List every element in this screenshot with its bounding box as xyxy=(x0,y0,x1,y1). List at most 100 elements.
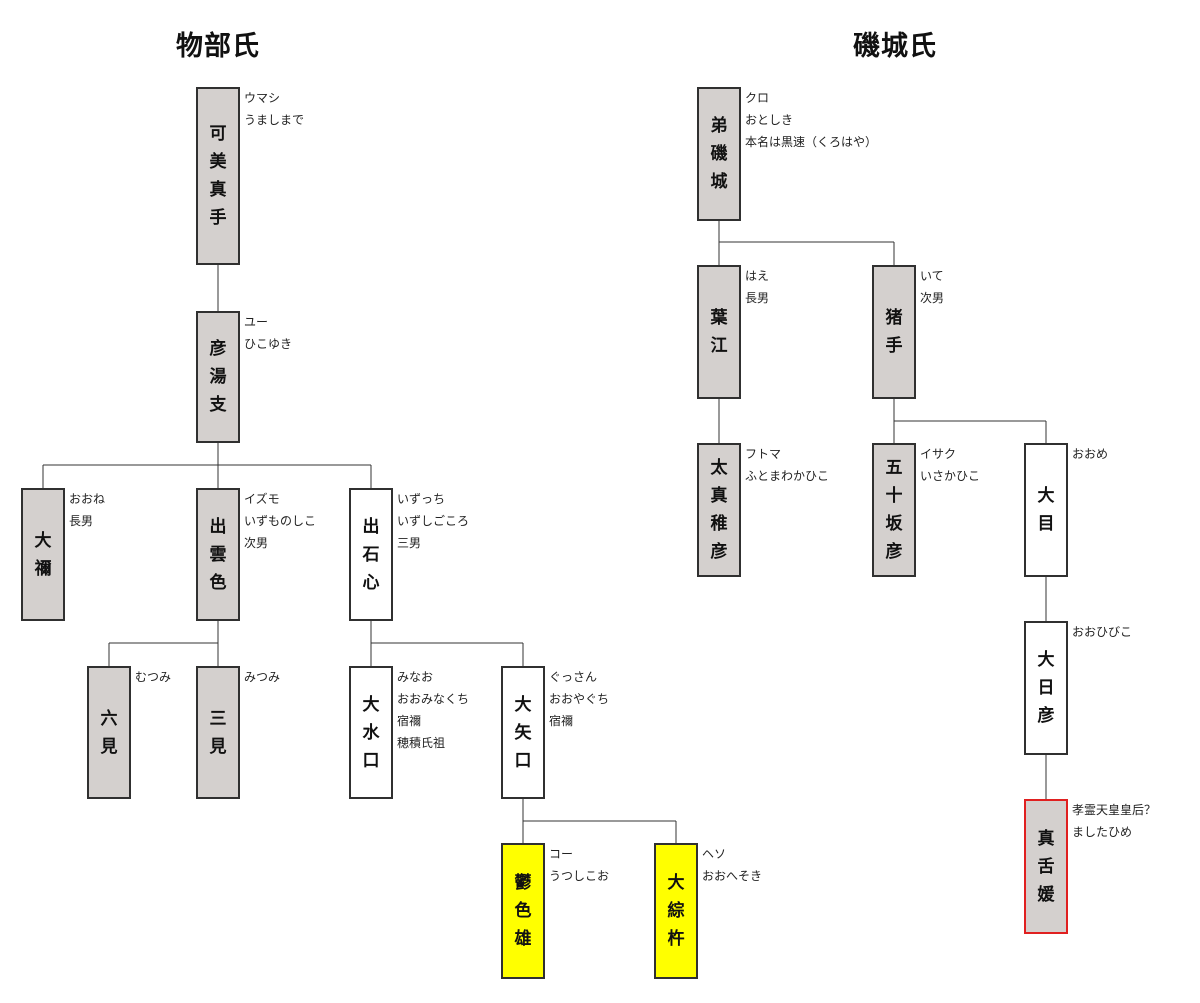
person-notes-oyaguchi: ぐっさん おおやぐち 宿禰 xyxy=(549,666,609,732)
person-notes-oome: おおめ xyxy=(1072,443,1108,465)
note-line: おおみなくち xyxy=(397,692,470,706)
person-box-otoshiki[interactable]: 弟 磯 城 xyxy=(697,87,741,221)
person-name: 大 禰 xyxy=(34,530,52,579)
person-box-izumoshiko[interactable]: 出 雲 色 xyxy=(196,488,240,621)
note-line: イサク xyxy=(920,447,957,461)
person-name: 可 美 真 手 xyxy=(209,124,227,228)
note-line: ヘソ xyxy=(702,847,727,861)
person-box-umashimade[interactable]: 可 美 真 手 xyxy=(196,87,240,265)
person-box-oyaguchi[interactable]: 大 矢 口 xyxy=(501,666,545,799)
title-mononobe: 物部氏 xyxy=(176,31,260,62)
note-line: おおへそき xyxy=(702,869,763,883)
person-box-utsushikoo[interactable]: 鬱 色 雄 xyxy=(501,843,545,979)
person-name: 大 矢 口 xyxy=(514,694,532,771)
note-line: おおやぐち xyxy=(549,692,610,706)
person-box-mutsumi[interactable]: 六 見 xyxy=(87,666,131,799)
person-name: 真 舌 媛 xyxy=(1037,828,1055,905)
person-box-ohesoki[interactable]: 大 綜 杵 xyxy=(654,843,698,979)
person-box-futomawakahiko[interactable]: 太 真 稚 彦 xyxy=(697,443,741,577)
person-box-mashitahime[interactable]: 真 舌 媛 xyxy=(1024,799,1068,934)
person-name: 猪 手 xyxy=(885,308,903,356)
person-name: 出 雲 色 xyxy=(209,516,227,593)
person-notes-izushigokoro: いずっち いずしごころ 三男 xyxy=(397,488,469,554)
person-box-mitsumi[interactable]: 三 見 xyxy=(196,666,240,799)
note-line: イズモ xyxy=(244,492,280,506)
person-box-oohibiko[interactable]: 大 日 彦 xyxy=(1024,621,1068,755)
note-line: みつみ xyxy=(244,670,281,684)
note-line: 三男 xyxy=(397,536,422,550)
person-name: 大 目 xyxy=(1037,486,1055,534)
note-line: むつみ xyxy=(135,670,172,684)
person-box-hae[interactable]: 葉 江 xyxy=(697,265,741,399)
note-line: いずものしこ xyxy=(244,514,317,528)
person-notes-umashimade: ウマシ うましまで xyxy=(244,87,304,131)
note-line: 次男 xyxy=(920,291,945,305)
note-line: いて xyxy=(920,269,944,283)
person-name: 葉 江 xyxy=(710,308,728,356)
note-line: ウマシ xyxy=(244,91,281,105)
person-notes-hae: はえ 長男 xyxy=(745,265,769,309)
person-name: 大 水 口 xyxy=(362,694,380,771)
note-line: ひこゆき xyxy=(244,337,293,351)
person-box-izushigokoro[interactable]: 出 石 心 xyxy=(349,488,393,621)
note-line: おとしき xyxy=(745,113,794,127)
note-line: はえ xyxy=(745,269,770,283)
note-line: 長男 xyxy=(69,514,94,528)
note-line: いずしごころ xyxy=(397,514,470,528)
note-line: おおひびこ xyxy=(1072,625,1133,639)
note-line: いずっち xyxy=(397,492,446,506)
person-name: 鬱 色 雄 xyxy=(514,873,532,949)
person-name: 三 見 xyxy=(209,708,227,757)
person-notes-ite: いて 次男 xyxy=(920,265,944,309)
person-notes-utsushikoo: コー うつしこお xyxy=(549,843,609,887)
person-notes-otoshiki: クロ おとしき 本名は黒速（くろはや） xyxy=(745,87,877,153)
person-name: 彦 湯 支 xyxy=(209,339,227,415)
person-name: 大 綜 杵 xyxy=(667,873,685,949)
person-name: 五 十 坂 彦 xyxy=(885,458,903,562)
note-line: いさかひこ xyxy=(920,469,981,483)
person-name: 出 石 心 xyxy=(362,516,380,593)
person-box-ite[interactable]: 猪 手 xyxy=(872,265,916,399)
note-line: クロ xyxy=(745,91,770,105)
person-name: 六 見 xyxy=(100,708,118,757)
note-line: 長男 xyxy=(745,291,770,305)
person-name: 弟 磯 城 xyxy=(710,116,728,192)
person-notes-ohesoki: ヘソ おおへそき xyxy=(702,843,762,887)
person-notes-isakahiko: イサク いさかひこ xyxy=(920,443,980,487)
note-line: うつしこお xyxy=(549,869,610,883)
person-box-isakahiko[interactable]: 五 十 坂 彦 xyxy=(872,443,916,577)
note-line: コー xyxy=(549,847,574,861)
note-line: ましたひめ xyxy=(1072,825,1133,839)
note-line: 次男 xyxy=(244,536,269,550)
note-line: うましまで xyxy=(244,113,305,127)
person-notes-futomawakahiko: フトマ ふとまわかひこ xyxy=(745,443,829,487)
person-notes-oone: おおね 長男 xyxy=(69,488,105,532)
person-box-oone[interactable]: 大 禰 xyxy=(21,488,65,621)
note-line: ユー xyxy=(244,315,269,329)
person-notes-oohibiko: おおひびこ xyxy=(1072,621,1132,643)
note-line: おおめ xyxy=(1072,447,1109,461)
person-box-hikoyuki[interactable]: 彦 湯 支 xyxy=(196,311,240,443)
person-box-ominakuchi[interactable]: 大 水 口 xyxy=(349,666,393,799)
note-line: 穂積氏祖 xyxy=(397,736,446,750)
note-line: ふとまわかひこ xyxy=(745,469,830,483)
person-name: 大 日 彦 xyxy=(1037,650,1055,726)
note-line: 孝霊天皇皇后？ xyxy=(1072,803,1157,817)
person-notes-mitsumi: みつみ xyxy=(244,666,280,688)
person-box-oome[interactable]: 大 目 xyxy=(1024,443,1068,577)
person-notes-izumoshiko: イズモ いずものしこ 次男 xyxy=(244,488,316,554)
person-notes-mutsumi: むつみ xyxy=(135,666,171,688)
note-line: ぐっさん xyxy=(549,670,598,684)
title-shiki: 磯城氏 xyxy=(853,31,937,62)
person-notes-hikoyuki: ユー ひこゆき xyxy=(244,311,292,355)
note-line: みなお xyxy=(397,670,434,684)
person-notes-mashitahime: 孝霊天皇皇后？ ましたひめ xyxy=(1072,799,1156,843)
note-line: 宿禰 xyxy=(549,714,574,728)
note-line: 宿禰 xyxy=(397,714,422,728)
person-notes-ominakuchi: みなお おおみなくち 宿禰 穂積氏祖 xyxy=(397,666,469,754)
note-line: おおね xyxy=(69,492,106,506)
note-line: 本名は黒速（くろはや） xyxy=(745,135,878,149)
note-line: フトマ xyxy=(745,447,782,461)
person-name: 太 真 稚 彦 xyxy=(710,458,728,562)
